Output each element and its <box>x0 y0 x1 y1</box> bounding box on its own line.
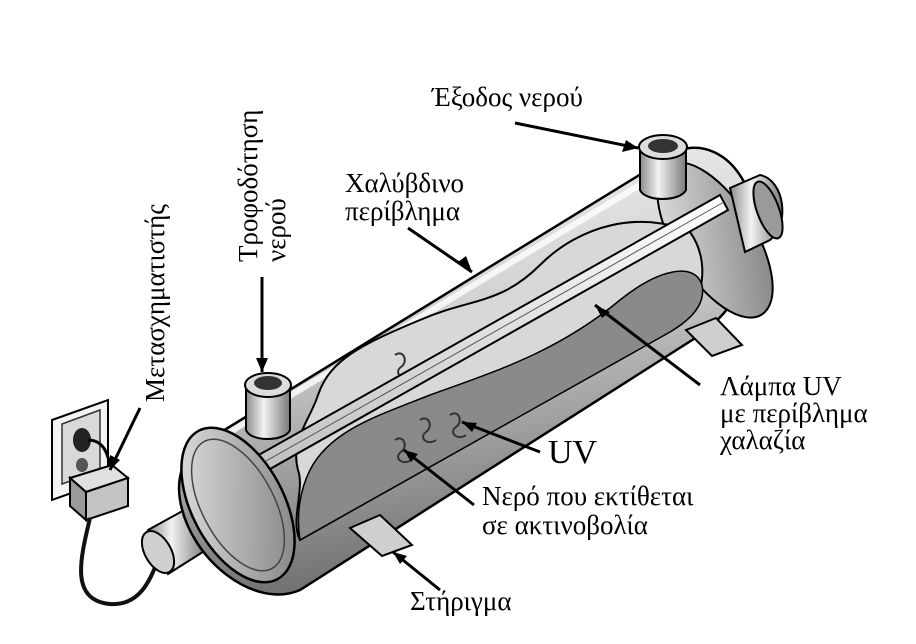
right-end-cap <box>656 161 784 319</box>
left-end-cap <box>180 426 296 584</box>
support-bracket-back <box>684 316 744 358</box>
label-exposed-water-line2: σε ακτινοβολία <box>482 510 648 540</box>
water-outlet-pipe <box>638 134 688 200</box>
label-water-supply-line1: Τροφοδότηση <box>233 109 263 262</box>
leader-uv-lamp <box>594 303 701 387</box>
leader-arrowheads <box>110 140 638 564</box>
leader-water-outlet <box>514 121 639 150</box>
label-water-supply-line2: νερού <box>261 198 291 262</box>
wall-outlet <box>51 398 112 502</box>
support-bracket-front <box>348 513 414 558</box>
exposed-water <box>297 270 704 542</box>
label-uv-lamp-line3: χαλαζία <box>720 425 806 455</box>
label-water-outlet: Έξοδος νερού <box>432 82 583 112</box>
power-cord <box>79 517 160 607</box>
label-steel-housing-line2: περίβλημα <box>345 196 461 226</box>
label-steel-housing-line1: Χαλύβδινο <box>345 168 465 198</box>
label-support: Στήριγμα <box>410 586 512 616</box>
label-exposed-water-line1: Νερό που εκτίθεται <box>482 481 694 511</box>
label-uv-lamp-line2: με περίβλημα <box>720 398 868 428</box>
transformer-box <box>67 463 131 523</box>
leader-exposed-water <box>403 448 475 507</box>
water-inlet-pipe <box>244 372 292 440</box>
leader-uv <box>461 420 541 454</box>
label-uv-lamp-line1: Λάμπα UV <box>720 371 842 401</box>
label-uv: UV <box>548 434 598 471</box>
label-transformer: Μετασχηματιστής <box>140 204 170 402</box>
cutaway-window <box>295 220 704 542</box>
leader-steel-housing <box>407 226 473 274</box>
